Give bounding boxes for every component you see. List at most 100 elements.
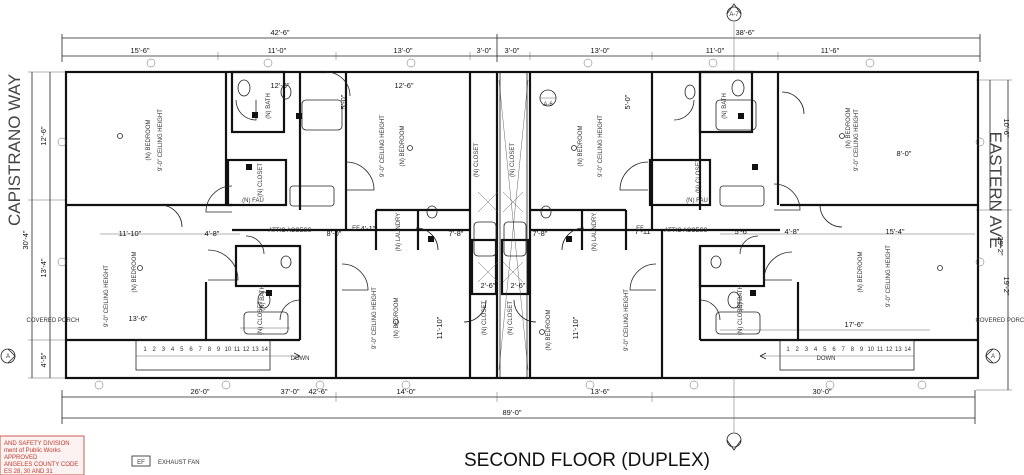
stair-number: 5 (180, 347, 184, 353)
stair-number: 13 (895, 347, 902, 353)
room-label: COVERED PORCH (26, 318, 79, 324)
room-label: COVERED PORCH (975, 318, 1024, 324)
room-label: (N) BEDROOM (394, 298, 400, 339)
drawing-labels: SECOND FLOOR (DUPLEX) CAPISTRANO WAY EASTE… (4, 12, 1024, 475)
room-label: (N) CLOSET (258, 301, 264, 335)
stair-number: 2 (796, 347, 800, 353)
room-label: (N) BEDROOM (132, 252, 138, 293)
room-label: (N) BEDROOM (858, 252, 864, 293)
section-mark: A-6 (543, 102, 553, 108)
dim-left: 30'-4" (21, 230, 30, 249)
center-chase (477, 72, 529, 378)
dim-top-overall: 38'-6" (735, 28, 754, 37)
walls (64, 70, 980, 380)
street-label-left: CAPISTRANO WAY (5, 74, 24, 226)
stair-number: 14 (904, 347, 911, 353)
stair-number: 12 (886, 347, 893, 353)
stair-number: 7 (842, 347, 846, 353)
stair-number: 11 (877, 347, 884, 353)
dim-inner: 12'-6" (394, 81, 413, 90)
room-label: (N) CLOSET (696, 159, 702, 193)
room-label: (N) BATH (738, 285, 744, 311)
stairs (135, 339, 915, 371)
dim-inner: 8'-0" (897, 149, 912, 158)
dim-bottom: 14'-0" (396, 387, 415, 396)
room-label: 9'-0" CEILING HEIGHT (158, 109, 164, 171)
dim-inner: 7'-11" (635, 227, 654, 236)
dim-inner: 2'-6" (481, 281, 496, 290)
section-mark: A-7 (729, 12, 739, 18)
room-label: 9'-0" CEILING HEIGHT (598, 115, 604, 177)
stair-number: 11 (234, 347, 241, 353)
dim-top-room: 13'-0" (590, 46, 609, 55)
room-label: (N) CLOSET (738, 301, 744, 335)
dim-inner: 15'-4" (885, 227, 904, 236)
room-label: 9'-0" CEILING HEIGHT (372, 287, 378, 349)
section-mark: A (991, 354, 995, 360)
dim-inner: 11'-10" (119, 229, 142, 238)
stair-number: 9 (860, 347, 864, 353)
dim-top-room: 11'-0" (268, 46, 287, 55)
street-label-right: EASTERN AVE (986, 132, 1005, 249)
room-label: DOWN (291, 356, 310, 362)
stair-number: 6 (189, 347, 193, 353)
stair-number: 7 (199, 347, 203, 353)
approval-stamp-line: AND SAFETY DIVISION (4, 441, 70, 447)
dim-right: 19'-2" (1002, 276, 1011, 295)
room-label: (N) BATH (722, 93, 728, 119)
stair-number: 10 (224, 347, 231, 353)
room-label: 9'-0" CEILING HEIGHT (886, 245, 892, 307)
approval-stamp-line: APPROVED (4, 455, 38, 461)
dim-inner: 17'-6" (844, 320, 863, 329)
dim-inner: 11'-10" (435, 316, 444, 339)
dim-right: 29'-2" (996, 236, 1005, 255)
dim-bottom: 42'-6" (308, 387, 327, 396)
legend-symbol: EF (137, 460, 145, 466)
approval-stamp-line: ANGELES COUNTY CODE (4, 462, 78, 468)
legend-text: EXHAUST FAN (158, 460, 200, 466)
dim-inner: 5'-6" (735, 227, 750, 236)
stair-number: 2 (153, 347, 157, 353)
room-label: (N) FAU (242, 198, 264, 204)
dim-bottom: 37'-0" (280, 387, 299, 396)
legend (131, 455, 151, 467)
stair-number: 10 (867, 347, 874, 353)
stair-number: 4 (814, 347, 818, 353)
dim-inner: 4'-8" (205, 229, 220, 238)
stair-number: 8 (208, 347, 212, 353)
dim-inner: 8'-0" (327, 229, 342, 238)
dim-inner: 11'-10" (571, 316, 580, 339)
dim-top-room: 3'-0" (477, 46, 492, 55)
room-label: (N) CLOSET (508, 301, 514, 335)
room-label: EF (636, 226, 644, 232)
dim-inner: 5'-0" (623, 94, 632, 109)
room-label: (N) BATH (266, 93, 272, 119)
stair-number: 3 (162, 347, 166, 353)
dim-top-room: 13'-0" (393, 46, 412, 55)
room-label: ATTIC ACCESS (269, 228, 312, 234)
dim-bottom: 26'-0" (190, 387, 209, 396)
room-label: 9'-0" CEILING HEIGHT (854, 109, 860, 171)
stair-number: 4 (171, 347, 175, 353)
dim-bottom: 13'-6" (590, 387, 609, 396)
approval-stamp-line: ment of Public Works (4, 448, 61, 454)
stamp-box (0, 435, 85, 475)
room-label: (N) CLOSET (474, 143, 480, 177)
room-label: 9'-0" CEILING HEIGHT (380, 115, 386, 177)
room-label: (N) BEDROOM (146, 120, 152, 161)
dim-right: 10'-6" (1002, 118, 1011, 137)
stair-number: 9 (217, 347, 221, 353)
plan-title: SECOND FLOOR (DUPLEX) (464, 450, 710, 471)
stair-number: 12 (243, 347, 250, 353)
room-label: 9'-0" CEILING HEIGHT (624, 289, 630, 351)
stair-number: 1 (143, 347, 147, 353)
room-label: (N) BEDROOM (578, 126, 584, 167)
stair-number: 3 (805, 347, 809, 353)
dim-bottom: 30'-0" (812, 387, 831, 396)
room-markers (57, 58, 985, 390)
room-label: DOWN (817, 356, 836, 362)
room-label: (N) BEDROOM (546, 310, 552, 351)
stair-number: 13 (252, 347, 259, 353)
room-label: 9'-0" CEILING HEIGHT (104, 265, 110, 327)
fixtures (237, 79, 765, 335)
